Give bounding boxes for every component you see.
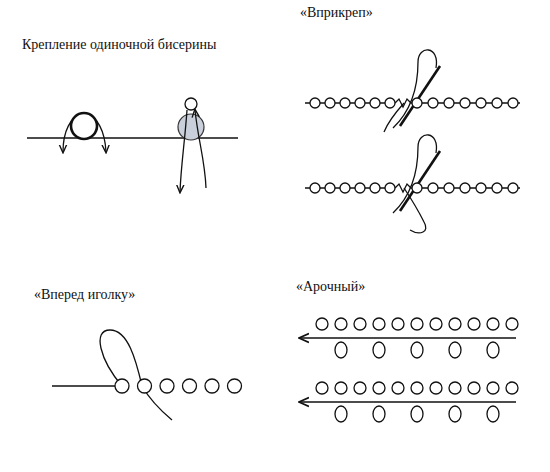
bead (492, 183, 502, 193)
base-line (300, 401, 516, 403)
thread (180, 110, 187, 192)
thread (195, 110, 206, 188)
bead (487, 318, 499, 330)
bead (508, 98, 518, 108)
bead (310, 183, 320, 193)
thread-loop (487, 342, 499, 358)
thread-loop (335, 342, 347, 358)
bead (385, 183, 395, 193)
bead (460, 183, 470, 193)
bead (412, 98, 422, 108)
thread-loop (487, 406, 499, 422)
bead (385, 98, 395, 108)
bead (476, 98, 486, 108)
bead (487, 382, 499, 394)
bead (476, 183, 486, 193)
bead (228, 379, 242, 393)
bead (449, 318, 461, 330)
thread-loop (449, 406, 461, 422)
bead (449, 382, 461, 394)
bead (205, 379, 219, 393)
bead (468, 318, 480, 330)
bead (460, 98, 470, 108)
bead (115, 379, 129, 393)
bead (444, 183, 454, 193)
needle (400, 151, 440, 211)
bead (178, 114, 204, 140)
stopper-bead (185, 98, 197, 110)
thread-loop (100, 330, 172, 420)
bead (428, 98, 438, 108)
bead (370, 98, 380, 108)
thread (404, 188, 426, 233)
thread (63, 113, 106, 152)
section-heading: «Вприкреп» (300, 5, 373, 20)
bead (325, 98, 335, 108)
bead (160, 379, 174, 393)
bead (354, 318, 366, 330)
bead (430, 318, 442, 330)
bead (355, 98, 365, 108)
bead (355, 183, 365, 193)
bead (392, 382, 404, 394)
bead (373, 382, 385, 394)
bead (506, 382, 518, 394)
bead (310, 98, 320, 108)
bead (340, 98, 350, 108)
thread-loop (335, 406, 347, 422)
section-heading: «Арочный» (296, 279, 365, 294)
bead (492, 98, 502, 108)
bead (183, 379, 197, 393)
bead (412, 183, 422, 193)
bead (508, 183, 518, 193)
thread-loop (393, 50, 436, 128)
thread-loop (449, 342, 461, 358)
bead (430, 382, 442, 394)
bead (444, 98, 454, 108)
bead (71, 113, 97, 139)
bead (325, 183, 335, 193)
thread-loop (373, 342, 385, 358)
bead (411, 382, 423, 394)
bead (354, 382, 366, 394)
bead (340, 183, 350, 193)
bead (392, 318, 404, 330)
bead (335, 318, 347, 330)
thread-loop (393, 135, 436, 213)
section-heading: Крепление одиночной бисерины (22, 37, 216, 52)
bead (316, 382, 328, 394)
bead (316, 318, 328, 330)
bead (138, 379, 152, 393)
thread-loop (411, 342, 423, 358)
section-heading: «Вперед иголку» (34, 287, 135, 302)
bead (428, 183, 438, 193)
base-line (300, 337, 516, 339)
thread-loop (411, 406, 423, 422)
needle (400, 66, 440, 126)
bead (468, 382, 480, 394)
thread-loop (373, 406, 385, 422)
bead (373, 318, 385, 330)
thread (52, 385, 115, 386)
bead (411, 318, 423, 330)
bead (335, 382, 347, 394)
thread (395, 99, 520, 107)
thread (395, 184, 520, 192)
bead (370, 183, 380, 193)
base-line (27, 137, 238, 139)
bead (506, 318, 518, 330)
